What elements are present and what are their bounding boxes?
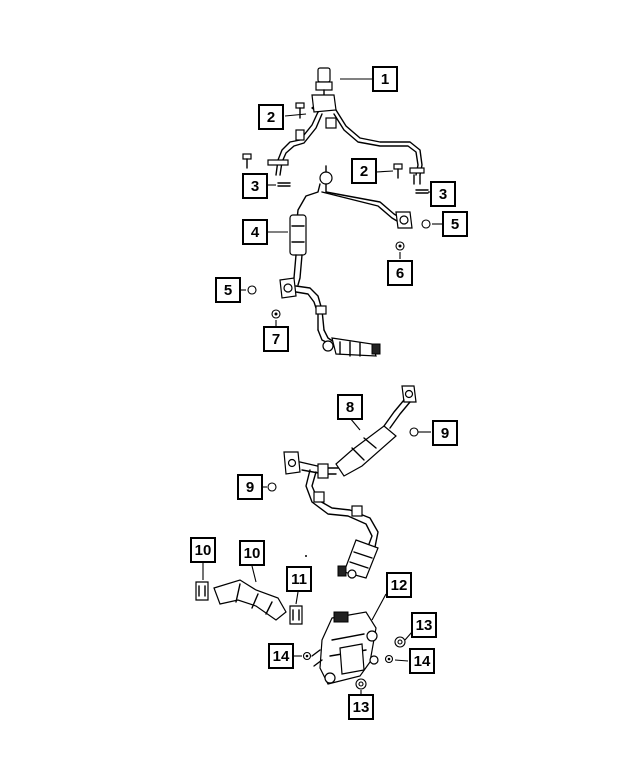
- callout-3: 3: [430, 181, 456, 207]
- part-14-nut-left: [302, 651, 312, 661]
- part-9-washer-right: [409, 427, 419, 437]
- part-9-washer-left: [267, 482, 277, 492]
- part-6-nut: [395, 241, 405, 251]
- part-13-washer-lower: [355, 678, 367, 690]
- part-12-sensor-module: [311, 611, 379, 685]
- stray-mark: [305, 555, 307, 557]
- callout-7: 7: [263, 326, 289, 352]
- callout-14: 14: [268, 643, 294, 669]
- callout-9: 9: [432, 420, 458, 446]
- callout-4: 4: [242, 219, 268, 245]
- part-4-tube-assembly: [279, 165, 413, 357]
- part-3-oring-right: [415, 189, 429, 194]
- callout-6: 6: [387, 260, 413, 286]
- part-5-washer-right: [421, 219, 431, 229]
- callout-11: 10: [239, 540, 265, 566]
- leader-lines: [202, 78, 442, 694]
- part-2-bolt-upper: [295, 102, 305, 119]
- callout-5: 5: [442, 211, 468, 237]
- callout-2: 2: [258, 104, 284, 130]
- callout-5: 5: [215, 277, 241, 303]
- part-14-nut-right: [384, 654, 394, 664]
- part-10-clip-right: [289, 605, 303, 625]
- callout-13: 13: [411, 612, 437, 638]
- callout-9: 9: [237, 474, 263, 500]
- part-2-bolt-right: [393, 163, 403, 179]
- part-13-washer-upper: [394, 636, 406, 648]
- part-1-upper-tube-assembly: [267, 67, 425, 185]
- part-8-tube-assembly: [283, 385, 417, 579]
- callout-13: 13: [348, 694, 374, 720]
- callout-1: 1: [372, 66, 398, 92]
- callout-10: 10: [190, 537, 216, 563]
- part-7-nut: [271, 309, 281, 319]
- callout-10: 11: [286, 566, 312, 592]
- callout-3: 3: [242, 173, 268, 199]
- callout-14: 14: [409, 648, 435, 674]
- callout-12: 12: [386, 572, 412, 598]
- part-11-hose: [213, 579, 287, 621]
- part-3-oring-left: [277, 182, 291, 187]
- part-2-bolt-left: [242, 153, 252, 169]
- part-10-clip-left: [195, 581, 209, 601]
- callout-2: 2: [351, 158, 377, 184]
- callout-8: 8: [337, 394, 363, 420]
- part-5-washer-left: [247, 285, 257, 295]
